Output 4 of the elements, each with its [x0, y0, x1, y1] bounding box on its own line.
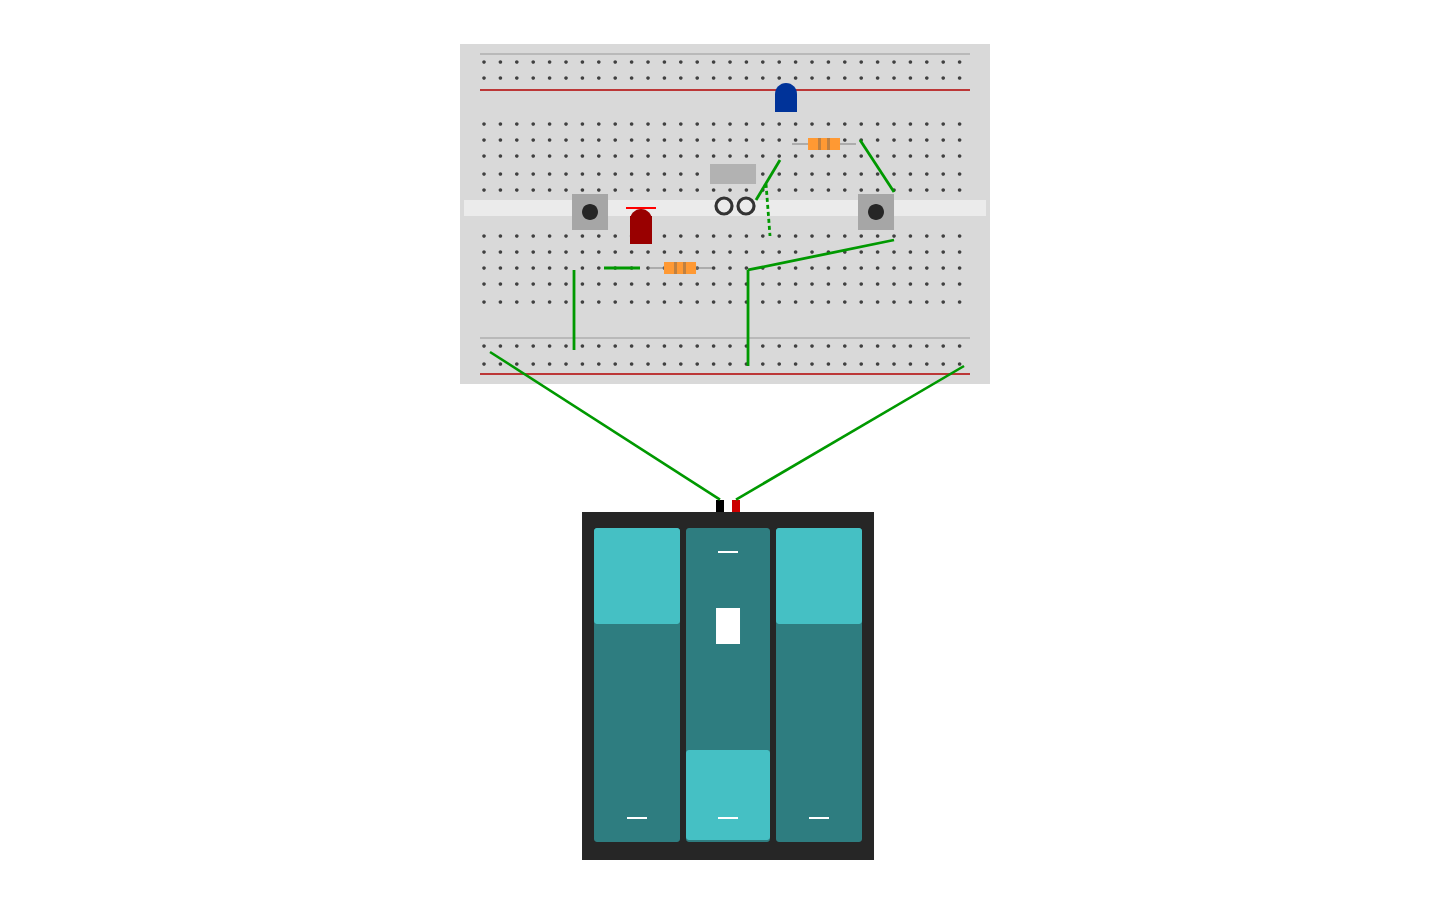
wire: [735, 364, 965, 501]
battery-pack-drawing: [582, 500, 874, 860]
breadboard-drawing: [460, 44, 990, 384]
wire: [489, 350, 721, 501]
